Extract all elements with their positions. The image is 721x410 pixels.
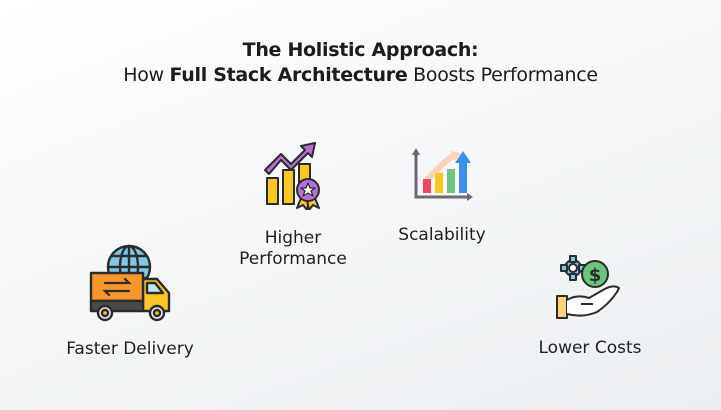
title-line-1: The Holistic Approach: bbox=[242, 39, 479, 61]
benefit-label: Faster Delivery bbox=[66, 339, 194, 359]
benefit-scalability: Scalability bbox=[384, 147, 500, 246]
benefit-label: Scalability bbox=[398, 225, 486, 245]
benefit-lower-costs: $ Lower Costs bbox=[520, 254, 660, 359]
benefit-label-line1: Higher bbox=[264, 228, 322, 248]
page-subtitle: How Full Stack Architecture Boosts Perfo… bbox=[0, 64, 721, 86]
hand-gear-dollar-icon: $ bbox=[556, 255, 620, 319]
performance-chart-award-icon bbox=[264, 142, 320, 210]
benefit-label-line2: Performance bbox=[239, 249, 347, 269]
benefit-label: Lower Costs bbox=[538, 338, 642, 358]
svg-text:$: $ bbox=[589, 265, 602, 286]
subtitle-bold: Full Stack Architecture bbox=[169, 64, 408, 86]
subtitle-prefix: How bbox=[123, 64, 170, 86]
benefit-higher-performance: Higher Performance bbox=[228, 140, 358, 270]
benefit-faster-delivery: Faster Delivery bbox=[55, 243, 205, 360]
delivery-truck-globe-icon bbox=[89, 244, 171, 322]
page-title: The Holistic Approach: bbox=[0, 39, 721, 61]
subtitle-suffix: Boosts Performance bbox=[407, 64, 598, 86]
growth-bar-chart-icon bbox=[412, 148, 473, 201]
